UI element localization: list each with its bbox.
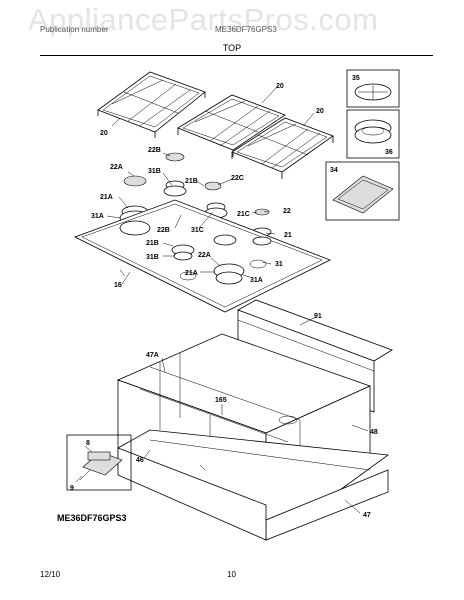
callout-36: 36 xyxy=(385,149,393,156)
callout-21b-top: 21B xyxy=(185,178,198,185)
model-number: ME36DF76GPS3 xyxy=(57,513,127,523)
cooktop-panel xyxy=(73,199,331,313)
callout-46: 46 xyxy=(136,457,144,464)
callout-165: 165 xyxy=(215,397,227,404)
grate-left xyxy=(97,71,206,138)
callout-31a-top: 31A xyxy=(91,213,104,220)
bottom-tray xyxy=(117,429,390,541)
section-title: TOP xyxy=(222,43,242,53)
callout-34: 34 xyxy=(330,167,338,174)
callout-22a-low: 22A xyxy=(198,252,211,259)
callout-22: 22 xyxy=(283,208,291,215)
grate-right xyxy=(231,117,334,179)
watermark: AppliancePartsPros.com xyxy=(28,2,379,37)
leader-lines xyxy=(75,87,369,514)
callout-48: 48 xyxy=(370,429,378,436)
header-rule xyxy=(40,55,433,56)
callout-35: 35 xyxy=(352,75,360,82)
callout-20-a: 20 xyxy=(276,83,284,90)
callout-22c: 22C xyxy=(231,175,244,182)
callout-31c: 31C xyxy=(191,227,204,234)
callout-20-c: 20 xyxy=(100,130,108,137)
callout-31b-top: 31B xyxy=(148,168,161,175)
callout-22b-top: 22B xyxy=(148,147,161,154)
callout-8: 8 xyxy=(86,440,90,447)
callout-16: 16 xyxy=(114,282,122,289)
callout-21a-top: 21A xyxy=(100,194,113,201)
grate-center xyxy=(177,94,286,157)
callout-21c: 21C xyxy=(237,211,250,218)
accessory-box-ring xyxy=(346,109,400,159)
callout-21a-low: 21A xyxy=(185,270,198,277)
callout-22b-low: 22B xyxy=(157,227,170,234)
callout-21: 21 xyxy=(284,232,292,239)
callout-labels: 20 20 20 22B 31B 21B 22C 22A 21A 31A 21C… xyxy=(70,75,393,519)
callout-31b-low: 31B xyxy=(146,254,159,261)
accessory-box-griddle xyxy=(325,161,400,221)
callout-21b-low: 21B xyxy=(146,240,159,247)
header-right-text: ME36DF76GPS3 xyxy=(215,25,277,34)
footer-date: 12/10 xyxy=(40,570,61,579)
callout-47a: 47A xyxy=(146,352,159,359)
callout-47: 47 xyxy=(363,512,371,519)
callout-9: 9 xyxy=(70,485,74,492)
page-number: 10 xyxy=(227,570,236,579)
header-left-text: Publication number xyxy=(40,25,109,34)
spark-module-box xyxy=(66,434,132,491)
callout-20-b: 20 xyxy=(316,108,324,115)
callout-31a-low: 31A xyxy=(250,277,263,284)
callout-22a-top: 22A xyxy=(110,164,123,171)
callout-91: 91 xyxy=(314,313,322,320)
callout-31: 31 xyxy=(275,261,283,268)
accessory-box-wok xyxy=(346,69,400,108)
